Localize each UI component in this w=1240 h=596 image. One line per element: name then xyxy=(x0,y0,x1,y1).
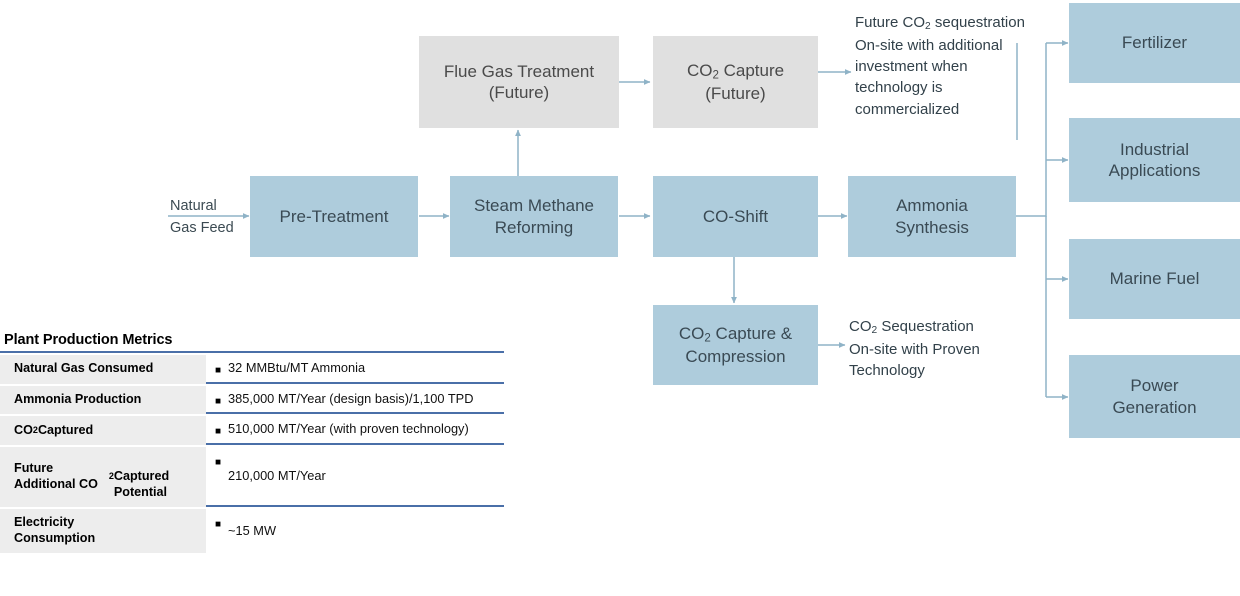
metrics-row-value: 510,000 MT/Year (with proven technology) xyxy=(228,421,469,437)
bullet-icon: ■ xyxy=(215,365,222,376)
metrics-row-value: 32 MMBtu/MT Ammonia xyxy=(228,360,366,375)
node-fertilizer-label: Fertilizer xyxy=(1121,33,1188,53)
bullet-icon: ■ xyxy=(215,426,222,438)
metrics-row: Ammonia Production ■ 385,000 MT/Year (desi… xyxy=(0,385,504,415)
metrics-rows: Natural Gas Consumed ■ 32 MMBtu/MT Ammonia… xyxy=(0,355,504,553)
node-fertilizer[interactable]: Fertilizer xyxy=(1069,3,1240,83)
node-co2-capture-compression-label: CO2 Capture &Compression xyxy=(678,323,793,366)
metrics-title: Plant Production Metrics xyxy=(4,332,173,348)
bullet-icon: ■ xyxy=(215,395,222,407)
bullet-icon: ■ xyxy=(215,456,222,468)
node-co-shift[interactable]: CO-Shift xyxy=(653,176,818,257)
node-flue-gas-treatment[interactable]: Flue Gas Treatment(Future) xyxy=(419,36,619,128)
plant-production-metrics-panel: Plant Production Metrics Natural Gas Con… xyxy=(0,332,504,555)
node-co2-capture-future-label: CO2 Capture(Future) xyxy=(686,60,785,103)
metrics-row-value-cell: ■ 210,000 MT/Year xyxy=(206,447,504,507)
node-co2-capture-future[interactable]: CO2 Capture(Future) xyxy=(653,36,818,128)
natural-gas-feed-label: Natural Gas Feed xyxy=(170,198,234,236)
metrics-row: Natural Gas Consumed ■ 32 MMBtu/MT Ammonia xyxy=(0,355,504,384)
node-flue-gas-treatment-label: Flue Gas Treatment(Future) xyxy=(443,61,595,102)
metrics-row-label: Ammonia Production xyxy=(0,385,206,415)
node-marine-fuel-label: Marine Fuel xyxy=(1109,269,1200,289)
node-pre-treatment-label: Pre-Treatment xyxy=(279,206,389,226)
node-co-shift-label: CO-Shift xyxy=(702,206,769,226)
metrics-row-label: Natural Gas Consumed xyxy=(0,355,206,384)
metrics-row-value: 385,000 MT/Year (design basis)/1,100 TPD xyxy=(228,390,474,406)
bullet-icon: ■ xyxy=(215,518,222,530)
node-co2-capture-compression[interactable]: CO2 Capture &Compression xyxy=(653,305,818,385)
metrics-row-value-cell: ■ 510,000 MT/Year (with proven technology… xyxy=(206,416,504,445)
metrics-header-rule xyxy=(0,351,504,353)
metrics-row-value: ~15 MW xyxy=(228,522,277,538)
node-pre-treatment[interactable]: Pre-Treatment xyxy=(250,176,418,257)
node-marine-fuel[interactable]: Marine Fuel xyxy=(1069,239,1240,319)
metrics-row-value: 210,000 MT/Year xyxy=(228,467,326,483)
metrics-row-value-cell: ■ ~15 MW xyxy=(206,509,504,553)
metrics-row-value-cell: ■ 32 MMBtu/MT Ammonia xyxy=(206,355,504,384)
metrics-row-value-cell: ■ 385,000 MT/Year (design basis)/1,100 TP… xyxy=(206,386,504,415)
